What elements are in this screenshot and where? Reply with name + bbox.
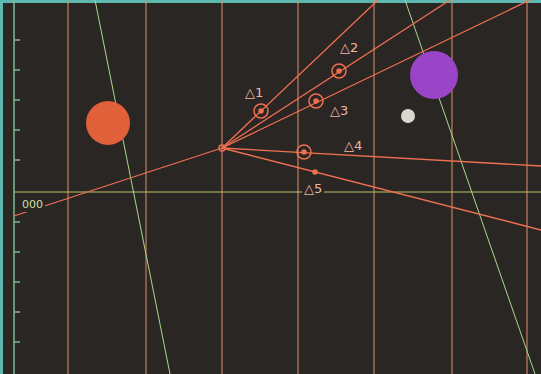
frame-edge: [0, 0, 3, 374]
target-label: △1: [243, 85, 265, 100]
horizon-line: [14, 192, 541, 193]
small-moon: [401, 109, 415, 123]
target-label: △3: [328, 103, 350, 118]
target-label: △5: [302, 181, 324, 196]
sight-lines: [14, 0, 541, 230]
grid-lines: [68, 0, 527, 374]
target-markers: [219, 64, 346, 174]
axis-readout: 000: [20, 197, 45, 212]
target-label: △2: [338, 40, 360, 55]
orange-planet: [86, 101, 130, 145]
purple-planet: [410, 51, 458, 99]
frame-edge: [0, 0, 541, 3]
target-label: △4: [342, 138, 364, 153]
axis-scale: [14, 0, 20, 374]
orbit-tracks: [95, 0, 535, 374]
